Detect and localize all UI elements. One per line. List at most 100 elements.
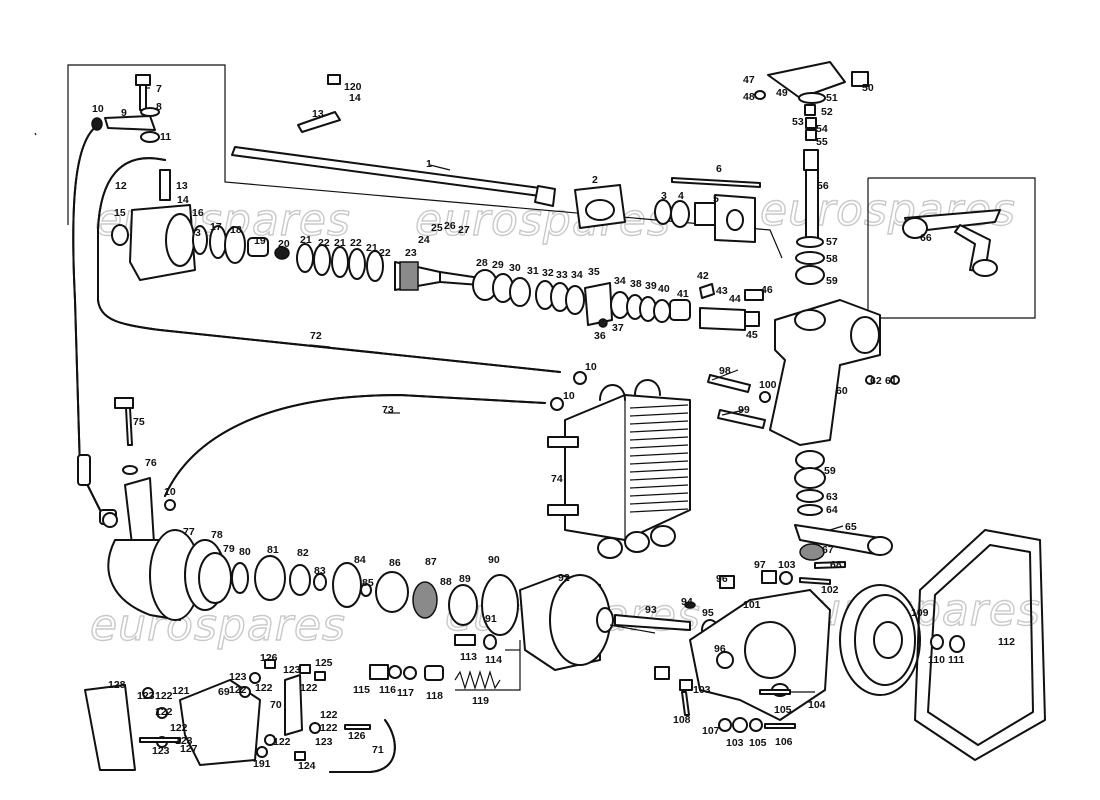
label-119: 119 (472, 695, 489, 707)
label-100: 100 (759, 379, 777, 391)
steering-housing (707, 299, 900, 446)
label-13: 13 (176, 180, 188, 192)
label-86: 86 (389, 557, 401, 569)
label-105: 105 (774, 704, 792, 716)
label-9: 9 (121, 107, 127, 119)
label-123-e: 123 (175, 735, 193, 747)
label-32: 32 (542, 267, 554, 279)
label-12: 12 (115, 180, 127, 192)
label-42: 42 (697, 270, 709, 282)
label-103-b: 103 (693, 684, 711, 696)
label-47: 47 (743, 74, 755, 86)
label-89: 89 (459, 573, 471, 585)
part-labels: 1 2 3 4 5 6 7 8 9 10 11 12 13 14 15 16 1… (92, 74, 1015, 772)
label-21-b: 21 (334, 237, 346, 249)
label-21-c: 21 (366, 242, 378, 254)
label-91: 91 (485, 613, 497, 625)
label-69: 69 (218, 686, 230, 698)
label-4: 4 (678, 190, 684, 202)
label-122-c: 122 (255, 682, 273, 694)
label-45: 45 (746, 329, 758, 341)
label-18: 18 (230, 224, 242, 236)
label-65: 65 (845, 521, 857, 533)
label-7: 7 (156, 83, 162, 95)
pitman-arm-66 (902, 209, 1001, 277)
label-22: 22 (318, 237, 330, 249)
label-10-b: 10 (585, 361, 597, 373)
label-72: 72 (310, 330, 322, 342)
label-39: 39 (645, 280, 657, 292)
label-102: 102 (821, 584, 839, 596)
label-50: 50 (862, 82, 874, 94)
label-60: 60 (836, 385, 848, 397)
label-29: 29 (492, 259, 504, 271)
label-92: 92 (558, 572, 570, 584)
label-90: 90 (488, 554, 500, 566)
label-36: 36 (594, 330, 606, 342)
lower-column (794, 450, 893, 569)
label-124: 124 (298, 760, 316, 772)
universal-joint (574, 177, 761, 243)
label-97: 97 (754, 559, 766, 571)
label-22-b: 22 (350, 237, 362, 249)
label-10-c: 10 (563, 390, 575, 402)
label-88: 88 (440, 576, 452, 588)
label-28: 28 (476, 257, 488, 269)
label-25: 25 (431, 222, 443, 234)
steering-rod (231, 146, 556, 207)
label-107: 107 (702, 725, 720, 737)
label-73: 73 (382, 404, 394, 416)
watermark-3: eurospares (760, 185, 1016, 236)
label-122-g: 122 (320, 709, 338, 721)
label-121: 121 (172, 685, 190, 697)
label-76: 76 (145, 457, 157, 469)
label-20: 20 (278, 238, 290, 250)
valve-parts (472, 269, 764, 331)
relief-valve (369, 634, 501, 691)
label-62: 62 (870, 375, 882, 387)
label-51: 51 (826, 92, 838, 104)
label-127: 127 (180, 743, 198, 755)
label-10-top: 10 (92, 103, 104, 115)
label-123-d: 123 (137, 690, 155, 702)
label-118: 118 (426, 690, 443, 702)
label-120: 120 (344, 81, 362, 93)
label-98: 98 (719, 365, 731, 377)
label-191: 191 (253, 758, 271, 770)
label-109: 109 (911, 607, 929, 619)
steering-box-left (111, 204, 290, 281)
label-116: 116 (379, 684, 396, 696)
label-85: 85 (362, 577, 374, 589)
label-70: 70 (270, 699, 282, 711)
label-63: 63 (826, 491, 838, 503)
label-122-h: 122 (320, 722, 338, 734)
label-57: 57 (826, 236, 838, 248)
label-110: 110 (928, 654, 945, 666)
label-1: 1 (426, 158, 432, 170)
seal-rings (296, 243, 481, 291)
label-87: 87 (425, 556, 437, 568)
label-44: 44 (729, 293, 741, 305)
label-16: 16 (192, 207, 204, 219)
pump-reservoir (102, 397, 719, 671)
label-14: 14 (177, 194, 189, 206)
label-68: 68 (830, 559, 842, 571)
label-30: 30 (509, 262, 521, 274)
label-83: 83 (314, 565, 326, 577)
label-95: 95 (702, 607, 714, 619)
label-84: 84 (354, 554, 366, 566)
label-96-b: 96 (714, 643, 726, 655)
label-71: 71 (372, 744, 384, 756)
label-53: 53 (792, 116, 804, 128)
label-52: 52 (821, 106, 833, 118)
label-79: 79 (223, 543, 235, 555)
label-3-b: 3 (195, 227, 201, 239)
label-123: 123 (152, 745, 170, 757)
label-31: 31 (527, 265, 539, 277)
top-left-fittings (91, 74, 341, 201)
column-shaft (754, 61, 869, 285)
label-74: 74 (551, 473, 563, 485)
label-2: 2 (592, 174, 598, 186)
label-78: 78 (211, 529, 223, 541)
label-6: 6 (716, 163, 722, 175)
